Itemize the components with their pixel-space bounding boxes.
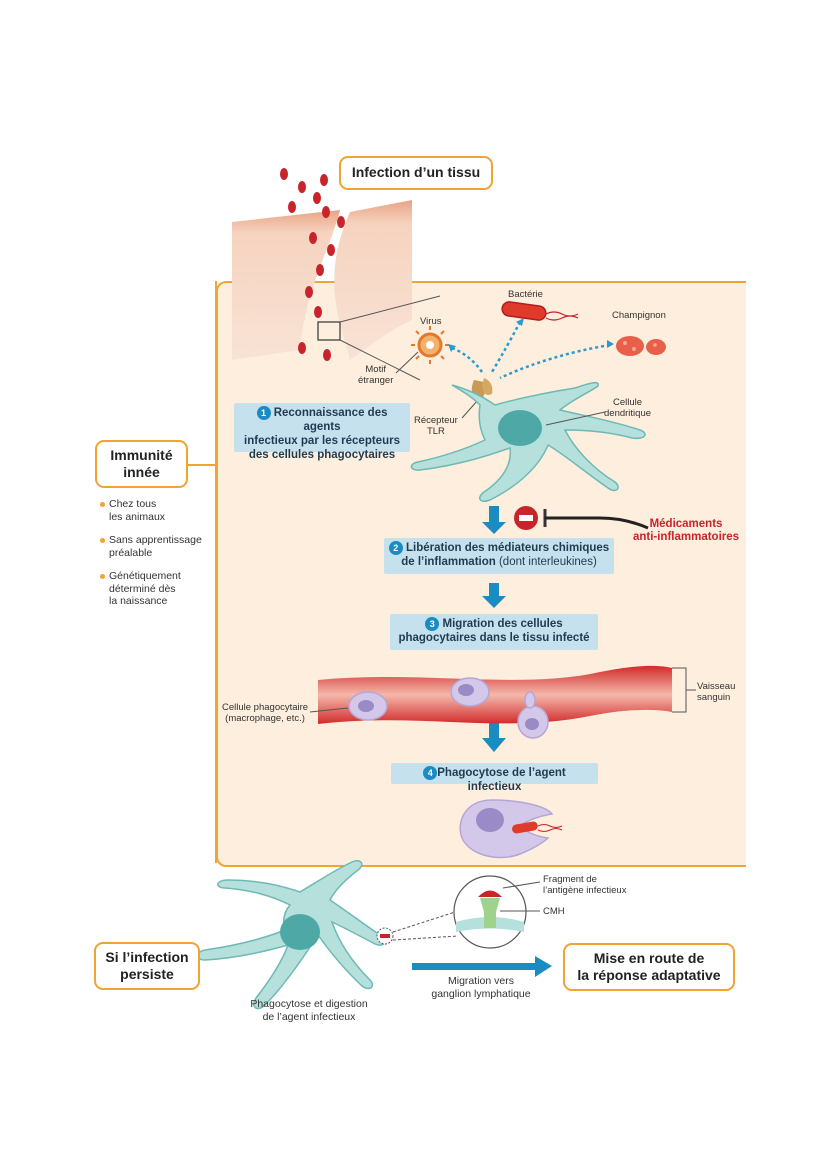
antigen-fragment-label: Fragment de l’antigène infectieux (543, 874, 627, 896)
infection-title-box: Infection d’un tissu (339, 156, 493, 190)
fungus-label: Champignon (612, 310, 666, 321)
migration-label: Migration vers ganglion lymphatique (431, 975, 531, 1000)
motif-label: Motif étranger (358, 364, 394, 386)
step-1-number: 1 (256, 406, 271, 420)
adaptive-response-box: Mise en route de la réponse adaptative (563, 943, 735, 991)
receptor-label: Récepteur TLR (414, 415, 458, 437)
innate-bullet-2: Sans apprentissage préalable (100, 534, 202, 559)
innate-immunity-box: Immunité innée (95, 440, 188, 488)
anti-inflammatory-drugs-label: Médicaments anti-inflammatoires (632, 518, 740, 543)
dendritic-cell-label: Cellule dendritique (604, 397, 652, 419)
virus-label: Virus (420, 316, 442, 327)
bacteria-label: Bactérie (508, 289, 543, 300)
infection-title: Infection d’un tissu (351, 164, 481, 180)
step-4-number: 4 (423, 766, 438, 780)
step-2: 2 Libération des médiateurs chimiques de… (384, 538, 614, 574)
step-2-number: 2 (388, 541, 403, 555)
infection-persists-box: Si l’infection persiste (94, 942, 200, 990)
cmh-label: CMH (543, 906, 565, 917)
step-1: 1 Reconnaissance des agents infectieux p… (234, 403, 410, 461)
innate-bullet-3: Génétiquement déterminé dès la naissance (100, 570, 181, 608)
innate-title-line1: Immunité (110, 447, 173, 463)
phagocytosis-digestion-label: Phagocytose et digestion de l’agent infe… (250, 998, 368, 1023)
innate-title-line2: innée (123, 464, 160, 480)
bullet-dot (100, 573, 105, 579)
step-3: 3 Migration des cellules phagocytaires d… (390, 614, 598, 650)
vessel-label: Vaisseau sanguin (697, 681, 736, 703)
step-3-number: 3 (425, 617, 440, 631)
phagocyte-cell-label: Cellule phagocytaire (macrophage, etc.) (222, 702, 309, 724)
innate-bullet-1: Chez tous les animaux (100, 498, 165, 523)
bullet-dot (100, 501, 105, 507)
bullet-dot (100, 537, 105, 543)
